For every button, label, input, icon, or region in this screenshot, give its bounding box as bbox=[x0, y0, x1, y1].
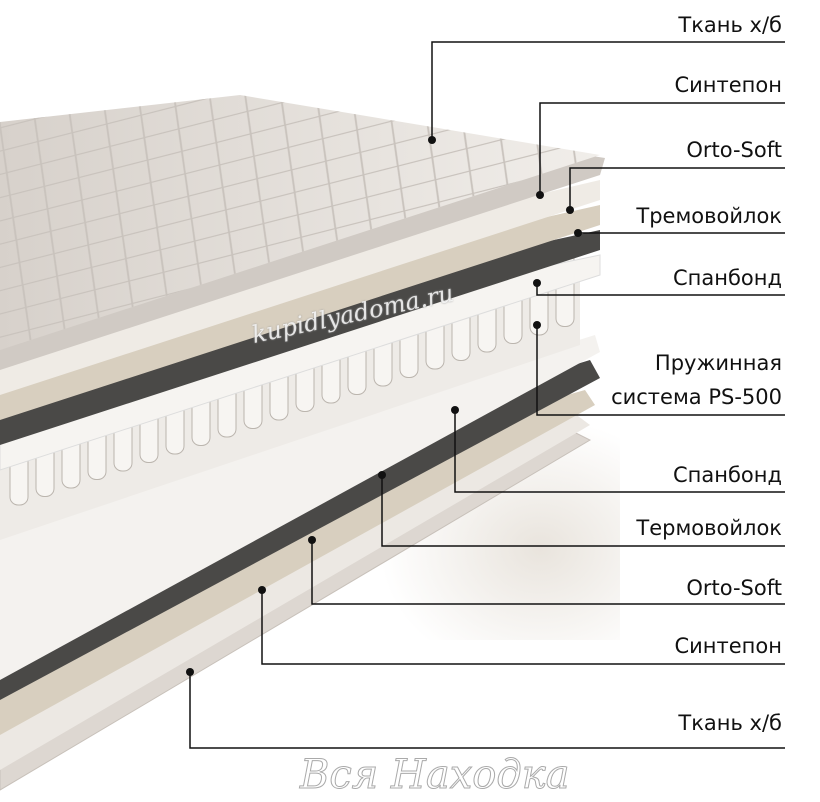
label-top-fabric: Ткань х/б bbox=[678, 13, 782, 37]
label-spring-system-line2: система PS-500 bbox=[611, 385, 782, 409]
top-sintepon-layer bbox=[0, 180, 600, 395]
bottom-ortosoft-layer bbox=[0, 390, 595, 735]
label-spring-system: Пружинная bbox=[654, 351, 782, 375]
bottom-felt-layer bbox=[0, 360, 600, 700]
top-felt-layer bbox=[0, 230, 600, 445]
label-top-ortosoft: Orto-Soft bbox=[686, 138, 782, 162]
label-bottom-sintepon: Синтепон bbox=[674, 634, 782, 658]
watermark-logo: Вся Находка bbox=[299, 752, 570, 799]
label-top-felt: Тремовойлок bbox=[636, 204, 782, 228]
label-bottom-spanbond: Спанбонд bbox=[672, 463, 782, 487]
label-bottom-felt: Термовойлок bbox=[636, 516, 782, 540]
top-ortosoft-layer bbox=[0, 205, 600, 420]
label-top-sintepon: Синтепон bbox=[674, 73, 782, 97]
leader-dots bbox=[186, 136, 582, 676]
top-fabric-layer bbox=[0, 95, 605, 370]
bottom-spanbond-layer bbox=[0, 335, 600, 680]
label-bottom-fabric: Ткань х/б bbox=[678, 711, 782, 735]
label-bottom-ortosoft: Orto-Soft bbox=[686, 576, 782, 600]
leader-lines bbox=[189, 41, 785, 749]
label-top-spanbond: Спанбонд bbox=[672, 266, 782, 290]
bottom-sintepon-layer bbox=[0, 410, 590, 770]
